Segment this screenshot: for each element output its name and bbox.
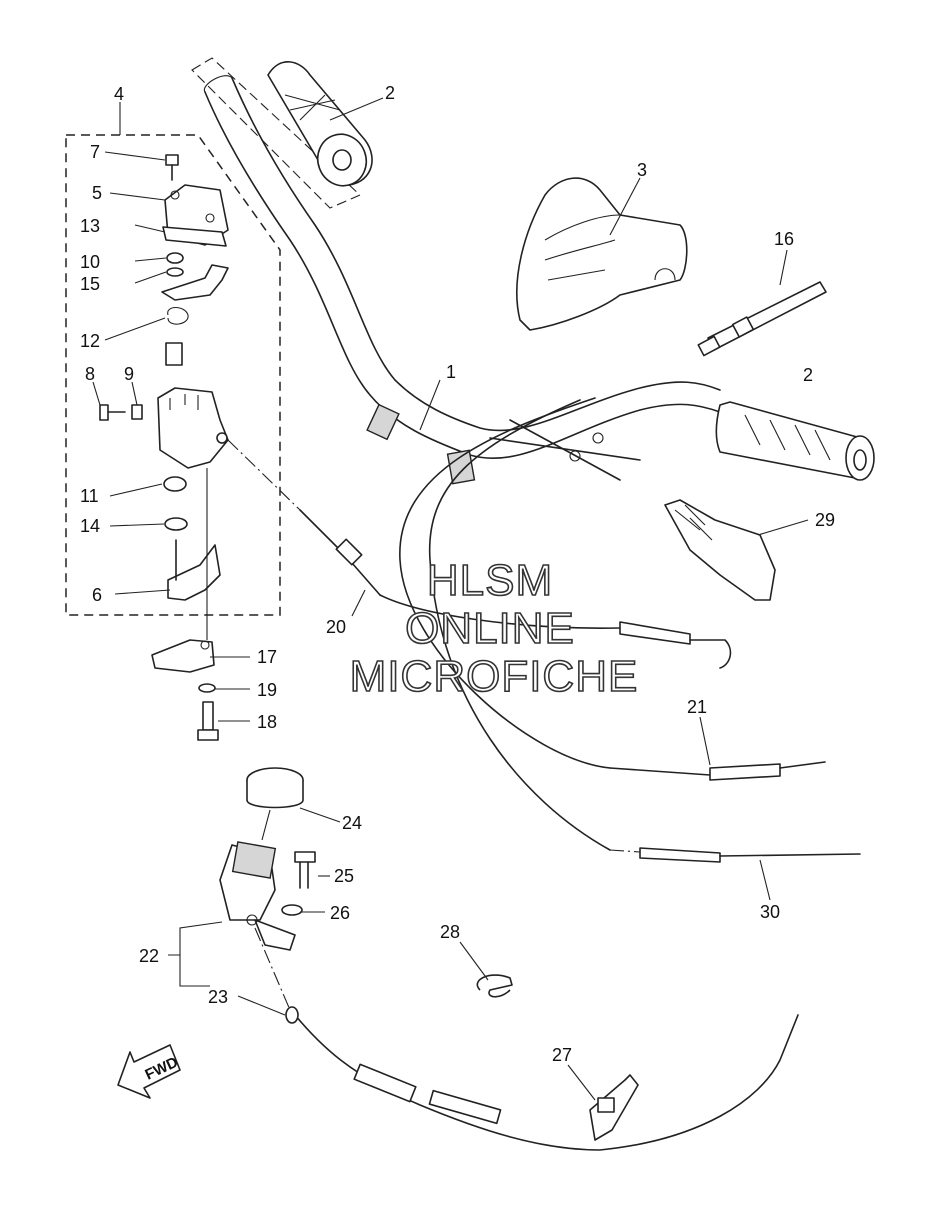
throttle-housing [157,387,229,469]
callout-9: 9 [124,364,134,384]
handlebar [203,75,721,485]
fwd-arrow-icon: FWD [117,1044,181,1099]
cable-tie [697,281,827,357]
callout-15: 15 [80,274,100,294]
clip-28 [476,974,513,998]
nut-10 [166,252,184,264]
callout-10: 10 [80,252,100,272]
seal-14 [164,517,188,531]
bolt-8 [99,404,126,421]
callout-2-left: 2 [385,83,395,103]
callout-29: 29 [815,510,835,530]
spring-12 [167,306,189,325]
callout-14: 14 [80,516,100,536]
callout-19: 19 [257,680,277,700]
nut-9 [131,404,143,420]
clamp-17 [151,639,215,673]
washer-15 [166,267,184,277]
callout-21: 21 [687,697,707,717]
band-27 [589,1074,639,1141]
gasket-13 [162,226,227,247]
callout-20: 20 [326,617,346,637]
callout-16: 16 [774,229,794,249]
callout-11: 11 [80,486,99,506]
watermark-line-2: ONLINE [405,604,575,653]
callout-labels: 1 2 2 3 4 5 6 7 8 9 10 11 12 13 14 15 16… [80,83,835,1065]
callout-1: 1 [446,362,456,382]
watermark-line-1: HLSM [427,556,553,605]
handlebar-cover [516,177,688,331]
callout-2-right: 2 [803,365,813,385]
seal-24 [246,767,304,809]
lever-plate [161,264,229,301]
throttle-cable [299,509,732,669]
callout-5: 5 [92,183,102,203]
callout-6: 6 [92,585,102,605]
washer-26 [281,904,303,916]
bushing-11 [163,476,187,492]
brake-hose [254,927,799,1151]
assembly-group-box [65,134,281,616]
watermark: HLSM ONLINE MICROFICHE [349,555,639,702]
screw-7 [165,154,179,181]
left-grip [267,61,373,187]
callout-25: 25 [334,866,354,886]
lever-6 [167,539,221,601]
callout-13: 13 [80,216,100,236]
callout-24: 24 [342,813,362,833]
callout-22: 22 [139,946,159,966]
callout-23: 23 [208,987,228,1007]
watermark-line-3: MICROFICHE [350,652,639,701]
callout-27: 27 [552,1045,572,1065]
leader-lines [92,97,809,1101]
callout-17: 17 [257,647,277,667]
callout-30: 30 [760,902,780,922]
callout-18: 18 [257,712,277,732]
cables [399,397,861,863]
callout-28: 28 [440,922,460,942]
master-cylinder [219,841,296,951]
callout-7: 7 [90,142,100,162]
callout-8: 8 [85,364,95,384]
bolt-25 [294,851,316,889]
callout-4: 4 [114,84,124,104]
bolt-18 [197,701,219,741]
rubber-boot [664,499,776,601]
washer-19 [198,683,216,693]
callout-3: 3 [637,160,647,180]
callout-12: 12 [80,331,100,351]
throttle-cable-route [227,439,301,511]
callout-26: 26 [330,903,350,923]
collar [165,342,183,366]
right-grip [715,401,875,481]
